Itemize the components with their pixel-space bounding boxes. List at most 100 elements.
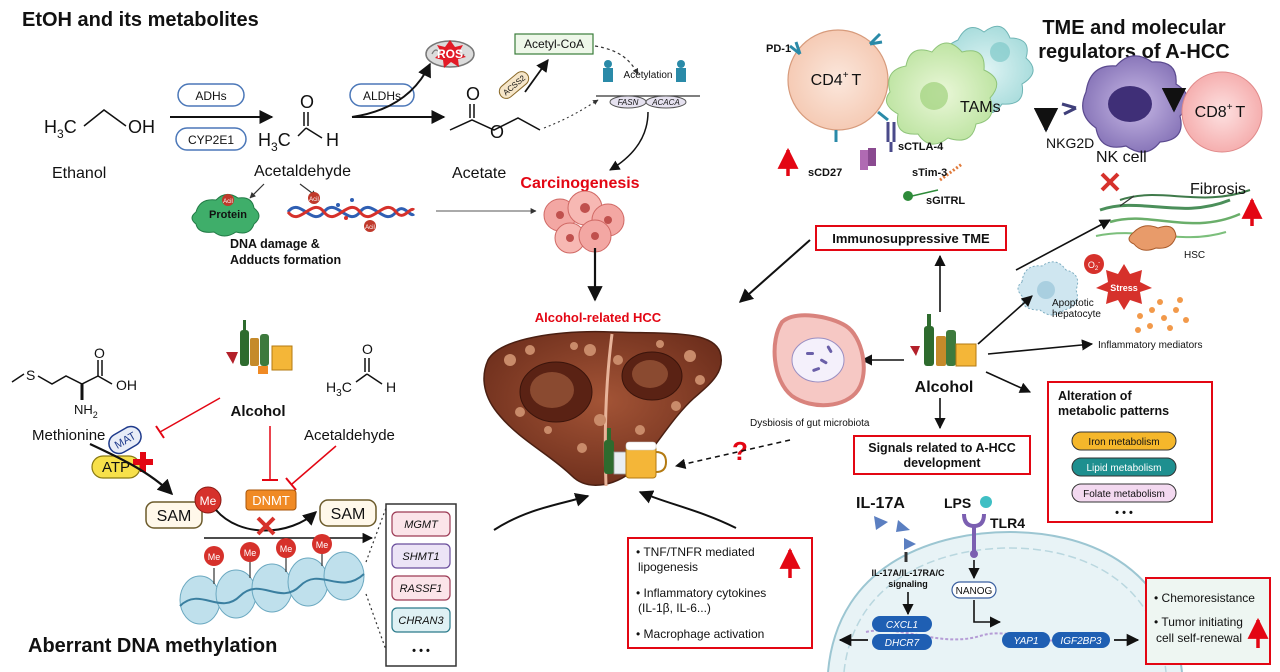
atp-red-cross-icon — [133, 452, 153, 472]
sam-right-label: SAM — [331, 506, 366, 523]
alcohol-inhibits-mat-line — [159, 397, 221, 433]
protein-adduct-label: Acil — [223, 199, 233, 205]
fibrosis-label: Fibrosis — [1190, 181, 1246, 198]
hepatocyte-inner-membrane — [843, 547, 1167, 672]
zoom-line-bottom — [365, 593, 387, 651]
il17a-label: IL-17A — [856, 495, 905, 512]
alcohol-left-label: Alcohol — [231, 403, 286, 420]
red-x-block-icon — [256, 516, 276, 536]
signals-label-1: Signals related to A-HCC — [868, 441, 1015, 455]
cd8-t-cell — [1181, 71, 1263, 153]
inhibition-x-icon — [1100, 172, 1120, 192]
yap1-label: YAP1 — [1013, 636, 1038, 647]
alcohol-drinks-left-icon — [226, 320, 293, 374]
acetylation-chromatin-icon — [596, 60, 700, 109]
methyl-mark-label-3: Me — [280, 544, 293, 554]
methyl-mark-2 — [240, 542, 260, 562]
heading-dna-methylation: Aberrant DNA methylation — [28, 635, 277, 657]
ethanol-structure: H3C OH — [44, 109, 155, 141]
folate-metabolism-pill — [1071, 483, 1177, 503]
dhcr7-pill — [872, 634, 932, 650]
cxcl1-pill — [872, 616, 932, 632]
immunosuppressive-tme-label: Immunosuppressive TME — [832, 231, 990, 246]
lipid-metabolism-label: Lipid metabolism — [1086, 463, 1161, 474]
protein-adduct-marker — [222, 194, 234, 206]
dna-damage-label-2: Adducts formation — [230, 253, 341, 267]
tams-label: TAMs — [960, 99, 1001, 116]
alcohol-drinks-center-icon — [604, 428, 668, 479]
acetyl-coa-label: Acetyl-CoA — [524, 37, 584, 51]
methyl-mark-label-2: Me — [244, 548, 257, 558]
heading-tme-1: TME and molecular — [1042, 17, 1226, 39]
lps-label: LPS — [944, 495, 971, 511]
sam-left-label: SAM — [157, 508, 192, 525]
macrophage-label: • Macrophage activation — [636, 627, 764, 641]
igf2bp3-label: IGF2BP3 — [1060, 636, 1102, 647]
tlr4-receptor-icon — [962, 513, 986, 558]
methionine-nh2: NH2 — [74, 402, 98, 420]
protein-label: Protein — [209, 209, 247, 221]
gene-list-more-dots: • • • — [412, 645, 430, 657]
gut-dysbiosis-label: Dysbiosis of gut microbiota — [750, 418, 870, 429]
svg-text:O: O — [490, 122, 504, 142]
svg-text:H3C: H3C — [258, 130, 291, 154]
liver-illustration — [483, 330, 723, 487]
gene-pill-1 — [391, 543, 451, 569]
dna-adduct-label-1: Acil — [309, 197, 319, 203]
carcinogenesis-label: Carcinogenesis — [520, 175, 639, 192]
iron-metabolism-label: Iron metabolism — [1088, 437, 1159, 448]
cd4-t-cell — [787, 29, 889, 142]
acss2-pill — [498, 71, 530, 99]
alcohol-to-apoptosis-arrow — [977, 295, 1033, 345]
nk-inhibits-hsc-line — [1119, 195, 1135, 207]
cyp2e1-enzyme-label: CYP2E1 — [188, 133, 234, 147]
acetate-label: Acetate — [452, 165, 506, 182]
immunosuppressive-tme-box — [815, 225, 1007, 251]
metabolic-more-dots: • • • — [1115, 507, 1133, 519]
sctla4-label: sCTLA-4 — [898, 141, 944, 153]
gut-intestine-icon — [772, 313, 866, 408]
tumor-initiating-label-1: • Tumor initiating — [1154, 615, 1243, 629]
cytokines-label-1: • Inflammatory cytokines — [636, 586, 766, 600]
atp-label: ATP — [102, 459, 130, 476]
methyl-group-icon — [194, 486, 222, 514]
svg-text:O: O — [466, 84, 480, 104]
heading-tme-2: regulators of A-HCC — [1038, 41, 1229, 63]
cd8-t-label: CD8+T — [1195, 102, 1246, 121]
il17a-ligand-icons — [874, 516, 916, 550]
lipid-metabolism-pill — [1071, 457, 1177, 477]
superoxide-label: O2- — [1088, 260, 1100, 272]
dna-adduct-marker-1 — [308, 192, 320, 204]
acetaldehyde-label: Acetaldehyde — [254, 163, 351, 180]
cd4-t-label: CD4+T — [811, 70, 862, 89]
dhcr7-label: DHCR7 — [885, 638, 920, 649]
nk-cell-label: NK cell — [1096, 149, 1147, 166]
protein-blob-icon — [191, 194, 260, 237]
methionine-oh: OH — [116, 377, 137, 393]
il17-signaling-label-1: IL-17A/IL-17RA/C — [871, 568, 945, 578]
apoptosis-to-fibrosis-arrow — [1015, 219, 1111, 271]
acetaldehyde-structure: O H3C H — [258, 92, 339, 154]
methylation-to-hcc-arrow — [493, 493, 590, 531]
svg-text:O: O — [362, 341, 373, 357]
methyl-mark-label-1: Me — [208, 552, 221, 562]
nk-cell — [1061, 55, 1189, 153]
acetaldehyde-inhibits-dnmt-line — [291, 445, 337, 485]
methionine-o: O — [94, 345, 105, 361]
pd1-label: PD-1 — [766, 43, 791, 55]
nkg2d-label: NKG2D — [1046, 135, 1094, 151]
fibrosis-fibers — [1095, 189, 1251, 239]
igf2bp3-pill — [1052, 632, 1110, 648]
inflammatory-mediators-label: Inflammatory mediators — [1098, 340, 1202, 351]
cytokines-label-2: (IL-1β, IL-6...) — [638, 601, 711, 615]
svg-text:S: S — [26, 367, 35, 383]
yap1-pill — [1002, 632, 1050, 648]
inflammatory-mediator-dots — [1135, 297, 1189, 333]
dnmt-label: DNMT — [252, 493, 290, 508]
signals-box — [853, 435, 1031, 475]
nanog-pill — [951, 581, 997, 599]
nanog-to-yap1-arrow — [973, 600, 1002, 628]
folate-metabolism-label: Folate metabolism — [1083, 489, 1165, 500]
